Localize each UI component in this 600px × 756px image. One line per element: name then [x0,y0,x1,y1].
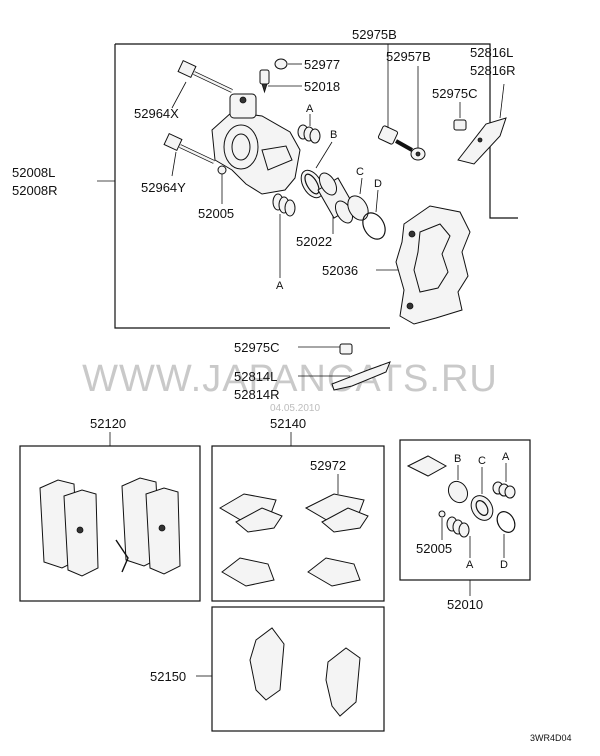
letter-A-upper: A [306,103,314,115]
label-52964X: 52964X [134,106,179,121]
label-52120: 52120 [90,416,126,431]
label-52140: 52140 [270,416,306,431]
caliper-body [211,93,301,195]
bleeder-screw [259,69,270,94]
seal-kit-parts [406,455,516,538]
label-52964Y: 52964Y [141,180,186,195]
label-52005-main: 52005 [198,206,234,221]
pad-shims [249,627,361,717]
label-52814R: 52814R [234,387,280,402]
boot-upper [297,124,321,144]
label-52005-kit: 52005 [416,541,452,556]
dust-boot-C [347,195,369,221]
bolt-52975C-mid [339,343,353,355]
brake-pads [39,477,181,577]
watermark: WWW.JAPANCATS.RU [82,358,498,400]
letter-A-kit-bottom: A [466,559,474,571]
letter-A-lower: A [276,280,284,292]
pad-clips [219,493,369,587]
guide-pin-upper [177,59,233,93]
label-52150: 52150 [150,669,186,684]
label-52957B: 52957B [386,49,431,64]
letter-A-kit-top: A [502,451,510,463]
leader-C [359,177,363,195]
bolt-52975C-top [453,119,467,131]
label-52010: 52010 [447,597,483,612]
bleeder-cap [274,58,288,70]
letter-B-kit: B [454,453,461,465]
label-52975C-top: 52975C [432,86,478,101]
label-52022: 52022 [296,234,332,249]
boot-lower [272,193,296,217]
letter-C-main: C [356,166,364,178]
label-52977: 52977 [304,57,340,72]
snap-ring-D [362,212,386,240]
letter-B-main: B [330,129,337,141]
grease-pack [406,455,448,477]
caliper-assembly-frame-left [114,44,390,329]
leader-52964Y [171,151,177,177]
pad-set-box [19,445,201,602]
leader-D [375,189,379,213]
label-52036: 52036 [322,263,358,278]
shim-set-box [211,606,385,732]
label-52814L: 52814L [234,369,277,384]
letter-C-kit: C [478,455,486,467]
washer-52957B [410,147,426,161]
label-52018: 52018 [304,79,340,94]
watermark-date: 04.05.2010 [270,403,320,414]
seal-52005 [217,165,227,175]
label-52816R: 52816R [470,63,516,78]
leader-52816 [499,83,505,119]
label-52816L: 52816L [470,45,513,60]
label-52975C-mid: 52975C [234,340,280,355]
letter-D-kit: D [500,559,508,571]
label-52008R: 52008R [12,183,58,198]
bolt-52975B [377,125,413,152]
guide-pin-lower [163,132,215,164]
seal-kit-box [399,439,531,581]
label-52972: 52972 [310,458,346,473]
wear-indicator-lower [331,361,391,391]
label-52975B: 52975B [352,27,397,42]
leader-52964X [171,81,187,109]
diagram-code: 3WR4D04 [530,733,572,743]
wear-indicator-upper [457,117,507,165]
piston-52022 [317,172,355,224]
letter-D-main: D [374,178,382,190]
clip-set-box [211,445,385,602]
leader-B [315,141,333,169]
label-52008L: 52008L [12,165,55,180]
caliper-support-bracket [395,205,471,325]
